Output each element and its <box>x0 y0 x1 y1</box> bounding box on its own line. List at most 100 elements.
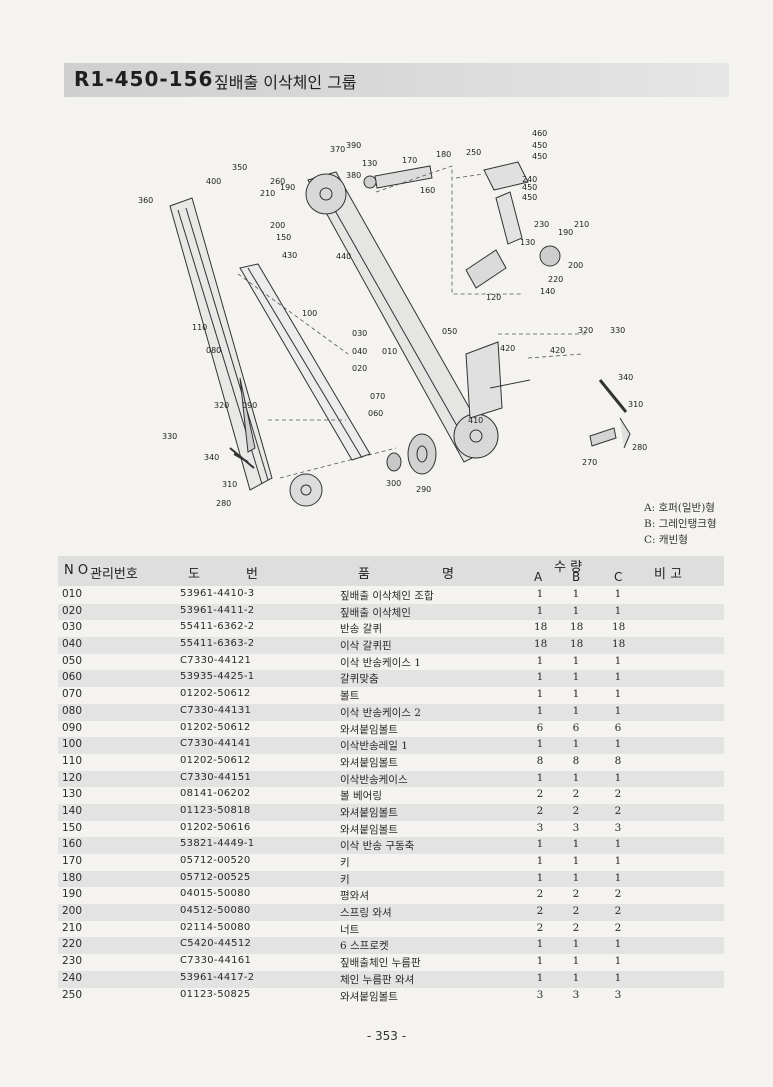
row-qty-b: 18 <box>570 638 584 651</box>
row-qty-b: 1 <box>572 588 580 600</box>
row-part-number: 53821-4449-1 <box>180 838 255 850</box>
row-part-name: 이삭반송케이스 <box>340 773 408 786</box>
callout-label: 110 <box>192 323 207 332</box>
row-part-number: 01202-50616 <box>180 821 251 833</box>
row-qty-a: 2 <box>536 788 544 801</box>
callout-label: 200 <box>270 221 285 230</box>
row-part-number: 02114-50080 <box>180 921 251 933</box>
callout-label: 360 <box>138 196 153 205</box>
row-part-number: 04015-50080 <box>180 888 251 900</box>
callout-label: 320 <box>214 401 229 410</box>
row-qty-c: 2 <box>614 804 622 817</box>
row-qty-b: 1 <box>572 771 580 784</box>
callout-label: 070 <box>370 392 385 401</box>
callout-label: 280 <box>632 443 647 452</box>
row-qty-c: 1 <box>614 604 622 617</box>
row-part-number: C7330-44121 <box>180 654 252 666</box>
row-qty-b: 1 <box>572 855 580 867</box>
row-no: 020 <box>62 604 83 617</box>
row-no: 080 <box>62 704 83 717</box>
row-part-number: 01202-50612 <box>180 721 251 733</box>
callout-label: 220 <box>548 275 563 284</box>
row-qty-a: 1 <box>536 688 544 701</box>
row-qty-a: 6 <box>536 721 544 734</box>
row-no: 030 <box>62 621 83 634</box>
row-no: 240 <box>62 971 83 984</box>
callout-label: 350 <box>232 163 247 172</box>
callout-label: 420 <box>550 346 565 355</box>
row-part-name: 체인 누름판 와셔 <box>340 973 415 986</box>
callout-label: 310 <box>628 400 643 409</box>
row-part-number: 01123-50825 <box>180 988 251 1000</box>
legend-a: A: 호퍼(일반)형 <box>644 502 715 514</box>
callout-label: 100 <box>302 309 317 318</box>
callout-label: 030 <box>352 329 367 338</box>
row-qty-c: 1 <box>614 971 622 984</box>
row-qty-c: 1 <box>614 771 622 784</box>
row-qty-a: 2 <box>536 921 544 934</box>
row-qty-b: 1 <box>572 838 580 851</box>
callout-label: 280 <box>216 499 231 508</box>
header-remarks: 비 고 <box>654 567 683 582</box>
row-qty-a: 1 <box>536 855 544 867</box>
row-part-number: C7330-44131 <box>180 704 252 716</box>
row-qty-a: 1 <box>536 871 544 884</box>
callout-label: 210 <box>260 189 275 198</box>
row-qty-c: 18 <box>612 621 626 634</box>
row-qty-b: 1 <box>572 671 580 684</box>
row-qty-c: 1 <box>614 588 622 600</box>
row-part-name: 키 <box>340 857 350 869</box>
row-qty-c: 1 <box>614 955 622 968</box>
row-qty-a: 8 <box>536 754 544 767</box>
row-part-name: 이삭 갈퀴핀 <box>340 640 392 653</box>
callout-label: 080 <box>206 346 221 355</box>
row-part-number: 53935-4425-1 <box>180 671 255 683</box>
callout-label: 330 <box>162 432 177 441</box>
row-no: 220 <box>62 938 83 951</box>
callout-label: 230 <box>534 220 549 229</box>
header-qty-c: C <box>614 570 623 584</box>
callout-label: 290 <box>416 485 431 494</box>
row-no: 130 <box>62 788 83 801</box>
header-qty: 수 량 <box>554 560 583 575</box>
row-no: 180 <box>62 871 83 884</box>
legend-b: B: 그레인탱크형 <box>644 518 717 530</box>
callout-label: 180 <box>436 150 451 159</box>
rail-100-drawing <box>239 263 371 507</box>
callout-label: 300 <box>386 479 401 488</box>
row-part-number: 53961-4417-2 <box>180 971 255 983</box>
row-qty-c: 1 <box>614 838 622 851</box>
row-no: 090 <box>62 721 83 734</box>
row-qty-a: 1 <box>536 704 544 717</box>
callout-label: 250 <box>466 148 481 157</box>
tensioner-drawing <box>589 379 631 449</box>
row-part-name: 와셔붙임볼트 <box>340 823 398 836</box>
callout-label: 210 <box>574 220 589 229</box>
row-qty-b: 2 <box>572 921 580 934</box>
row-part-number: 01202-50612 <box>180 754 251 766</box>
callout-label: 150 <box>276 233 291 242</box>
callout-label: 010 <box>382 347 397 356</box>
callout-label: 330 <box>610 326 625 335</box>
row-qty-c: 1 <box>614 688 622 701</box>
row-no: 170 <box>62 855 83 867</box>
row-part-number: 05712-00520 <box>180 855 251 866</box>
row-part-name: 너트 <box>340 923 360 936</box>
row-part-number: C7330-44151 <box>180 771 252 783</box>
header-name-2: 명 <box>442 567 454 582</box>
callout-label: 320 <box>578 326 593 335</box>
row-part-number: C5420-44512 <box>180 938 252 950</box>
callout-label: 380 <box>346 171 361 180</box>
row-qty-c: 1 <box>614 938 622 951</box>
section-title: 짚배출 이삭체인 그룹 <box>214 73 357 92</box>
